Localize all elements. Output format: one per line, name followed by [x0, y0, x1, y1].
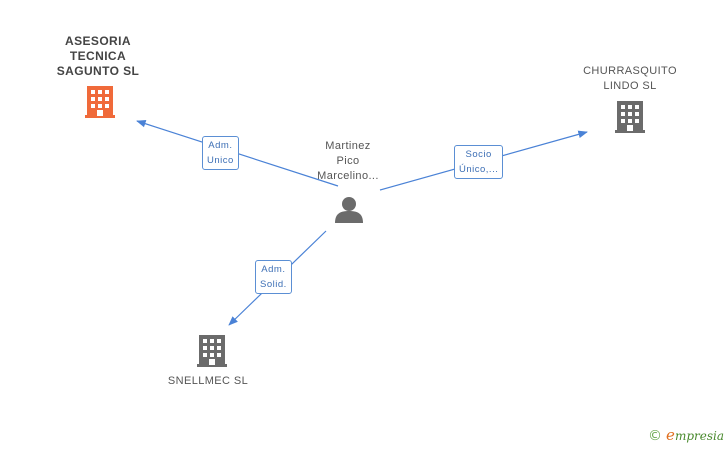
edge-label-to-churrasquito[interactable]: Socio Único,... [454, 145, 504, 179]
copyright-symbol: © [648, 428, 663, 444]
edge-label-line: Adm. [261, 264, 286, 275]
building-icon-churrasquito[interactable] [615, 101, 645, 133]
company-label-asesoria[interactable]: ASESORIA TECNICA SAGUNTO SL [42, 34, 154, 79]
person-label[interactable]: Martinez Pico Marcelino... [294, 139, 402, 184]
brand-initial: e [666, 426, 675, 444]
company-label-line: TECNICA [69, 49, 127, 63]
edge-label-line: Único,... [459, 164, 499, 175]
building-icon-asesoria[interactable] [85, 86, 115, 118]
company-label-line: SAGUNTO SL [56, 64, 140, 78]
company-label-line: CHURRASQUITO [583, 65, 677, 77]
person-icon[interactable] [335, 197, 363, 223]
company-label-line: LINDO SL [603, 80, 657, 92]
brand-name: mpresia [674, 429, 724, 443]
person-label-line: Marcelino... [317, 170, 379, 182]
company-label-line: SNELLMEC SL [167, 375, 249, 387]
edge-label-to-snellmec[interactable]: Adm. Solid. [255, 260, 292, 294]
brand-logo: ©empresia [648, 426, 724, 444]
edge-label-line: Unico [207, 155, 234, 166]
company-label-churrasquito[interactable]: CHURRASQUITO LINDO SL [574, 64, 686, 94]
company-label-snellmec[interactable]: SNELLMEC SL [152, 374, 264, 389]
building-icon-snellmec[interactable] [197, 335, 227, 367]
edge-label-to-asesoria[interactable]: Adm. Unico [202, 136, 239, 170]
person-label-line: Pico [336, 155, 360, 167]
person-label-line: Martinez [325, 140, 371, 152]
edge-label-line: Solid. [260, 279, 287, 290]
edge-label-line: Socio [465, 149, 492, 160]
edge-label-line: Adm. [208, 140, 233, 151]
company-label-line: ASESORIA [65, 34, 131, 48]
